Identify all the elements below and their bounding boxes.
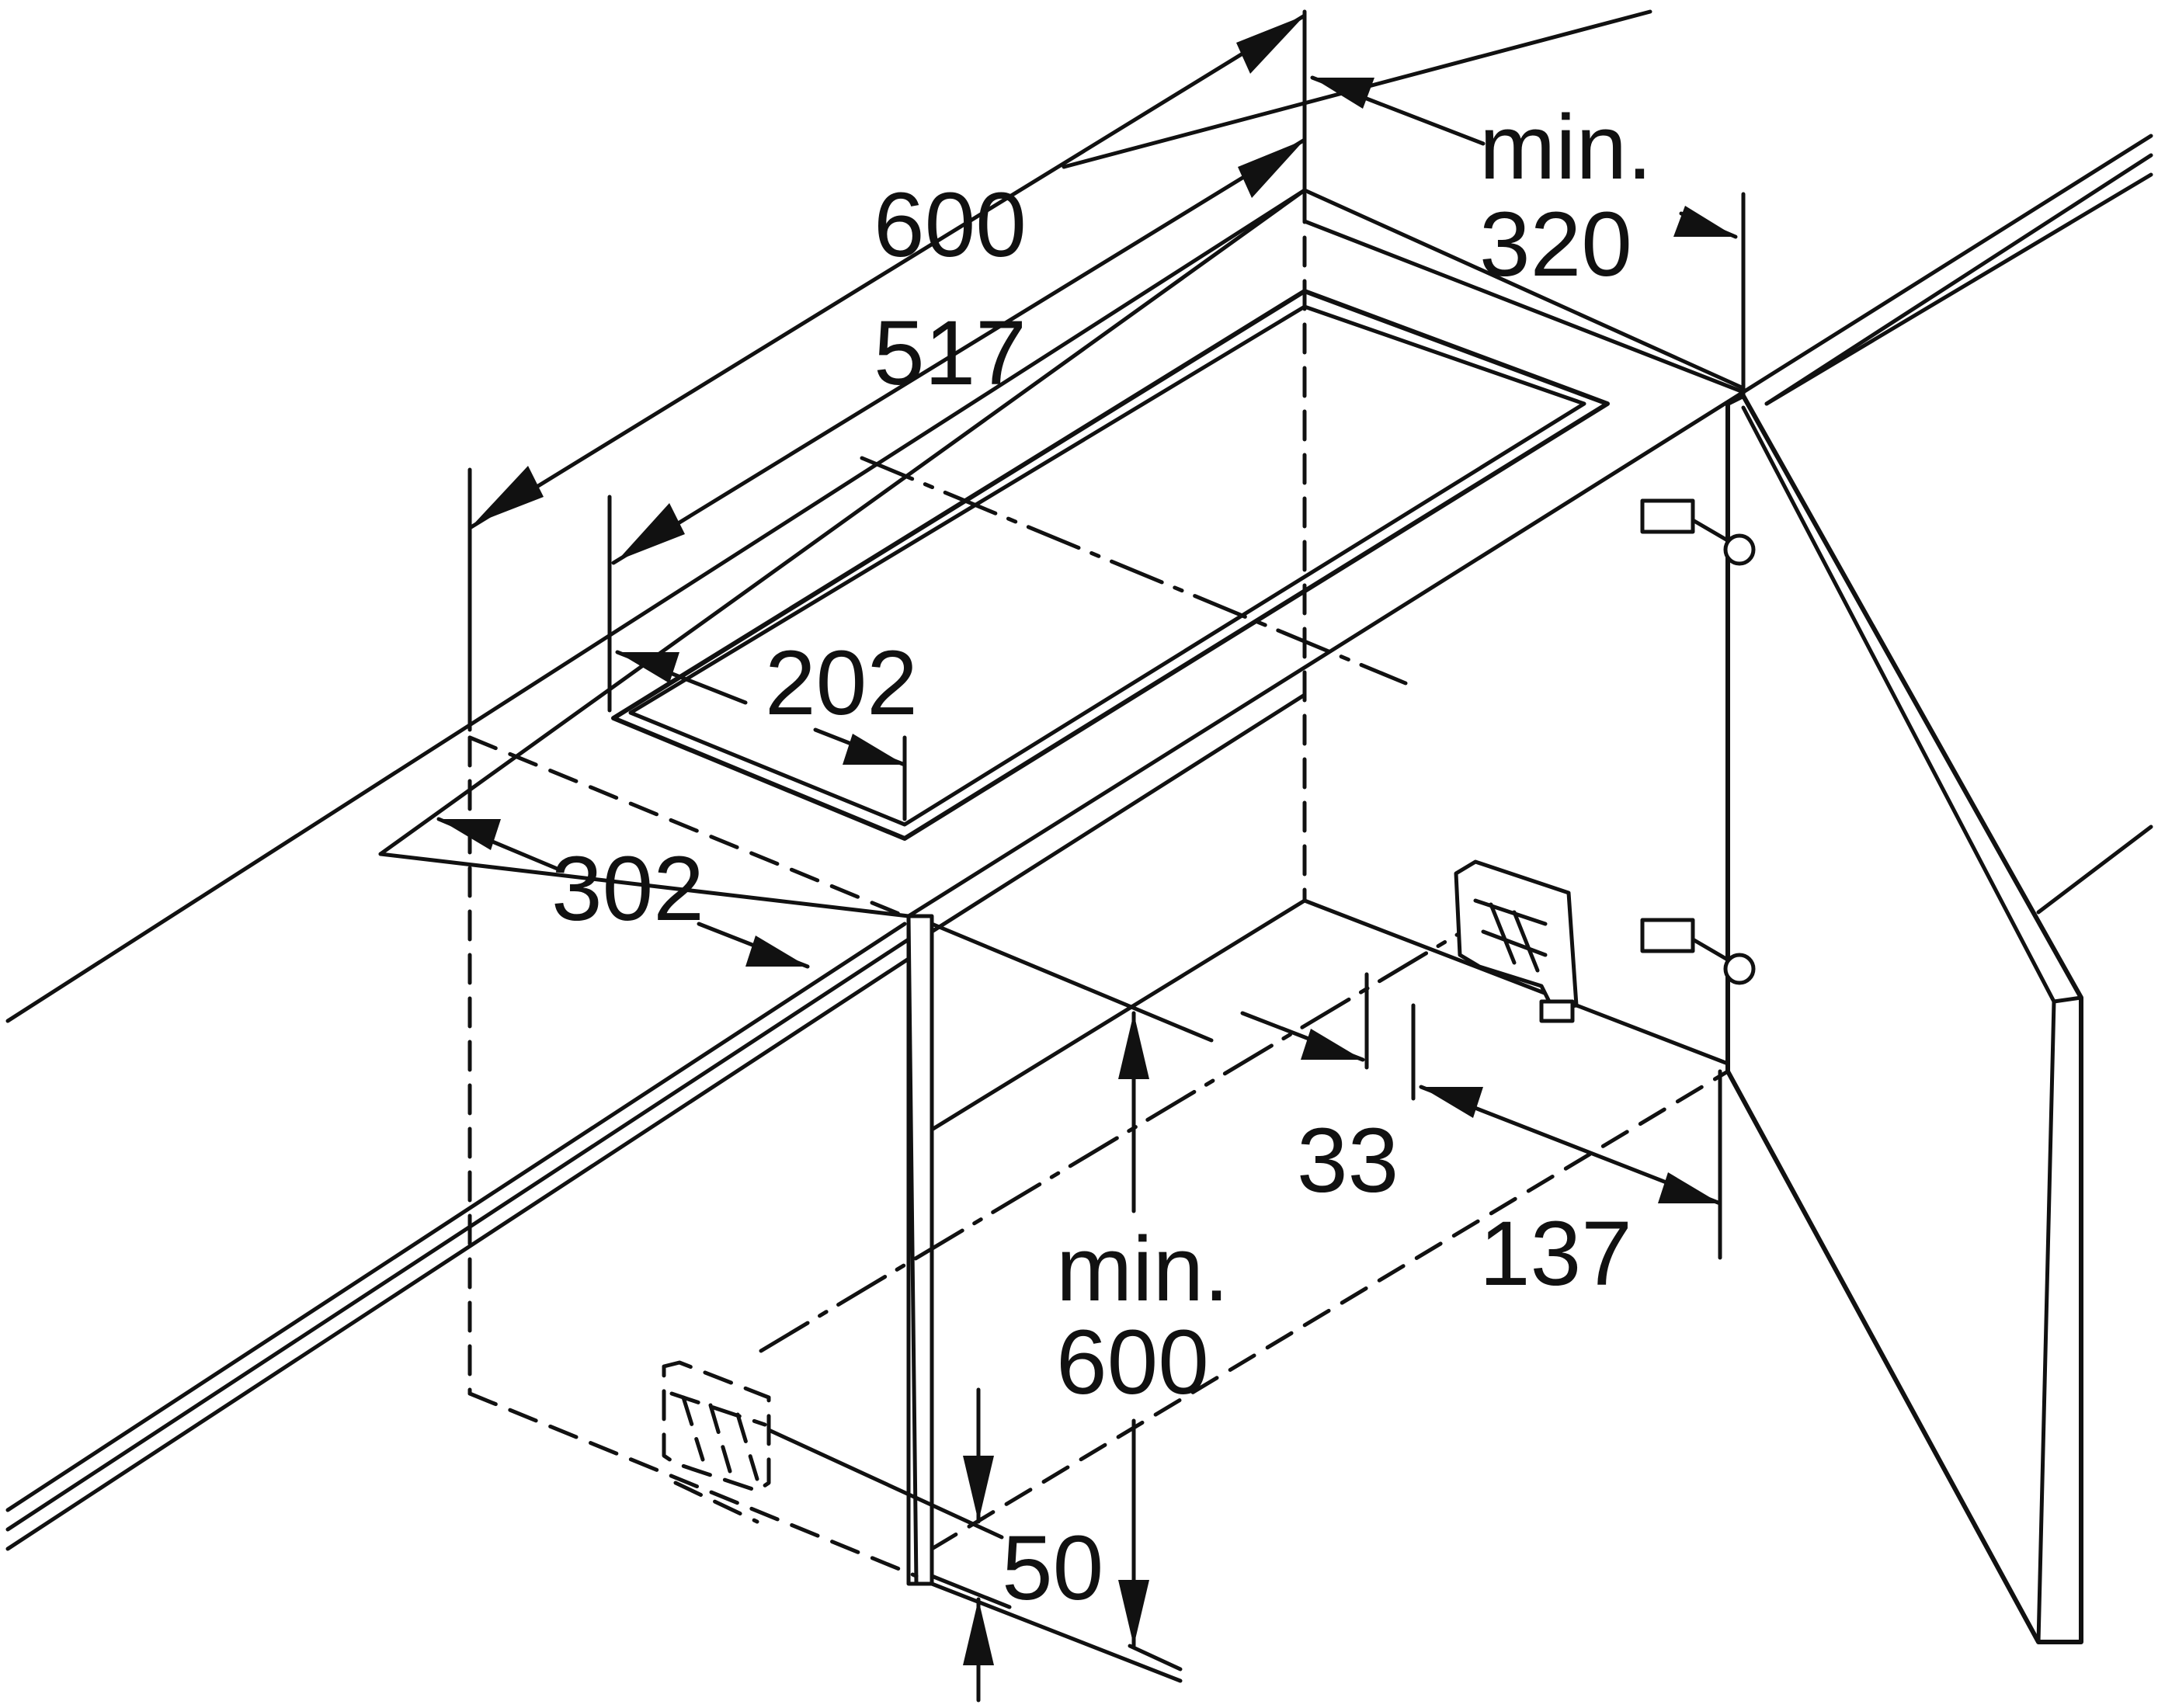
door-edge-front xyxy=(2036,999,2056,1644)
cabinet-floor-right xyxy=(1302,898,1730,1066)
label-50: 50 xyxy=(1002,1517,1103,1619)
background-line xyxy=(2036,824,2153,915)
dimension-50 xyxy=(930,1387,1012,1703)
label-min-320-top: min. xyxy=(1479,96,1652,199)
label-min-600-bottom: 600 xyxy=(1056,1311,1209,1414)
cabinet-door xyxy=(1640,394,2153,1644)
hidden-top-left xyxy=(467,735,907,918)
label-min-600-top: min. xyxy=(1056,1218,1229,1321)
cabinet-internal-line xyxy=(930,922,1214,1043)
dimension-202 xyxy=(615,650,907,821)
label-517: 517 xyxy=(874,302,1027,404)
cutout-outline xyxy=(611,289,1610,841)
hidden-bottom-left xyxy=(467,1391,919,1578)
worktop-rear-right-2 xyxy=(1764,153,2153,406)
hinge-upper-pivot-icon xyxy=(1723,533,1756,566)
hinge-upper-icon xyxy=(1640,498,1695,534)
worktop-rear-right-1 xyxy=(1741,134,2153,394)
dimension-302 xyxy=(436,817,810,969)
dimension-137 xyxy=(1419,1069,1722,1260)
door-edge-corner xyxy=(2052,995,2083,1004)
dimension-600 xyxy=(467,13,1307,732)
mounting-bracket-right-icon xyxy=(1454,859,1579,1023)
worktop-rear-right-3 xyxy=(1764,172,2153,406)
hob-cutout xyxy=(611,289,1610,841)
label-202: 202 xyxy=(765,632,918,734)
cutout-centerline xyxy=(860,456,1408,686)
worktop-back-edge-left xyxy=(5,188,1307,1023)
label-min-320-bottom: 320 xyxy=(1479,193,1632,296)
door-edge-top xyxy=(1741,405,2056,1004)
cutout-inner xyxy=(628,304,1586,827)
worktop-right-side-top xyxy=(1302,188,1746,391)
label-600: 600 xyxy=(874,174,1027,276)
hinge-lower-icon xyxy=(1640,918,1695,953)
cabinet-top-back xyxy=(930,693,1307,934)
cabinet-left-panel-edge xyxy=(906,914,919,1586)
label-137: 137 xyxy=(1479,1203,1632,1305)
worktop-strip-front-3 xyxy=(5,956,911,1551)
label-33: 33 xyxy=(1297,1109,1399,1212)
mounting-bracket-left-icon xyxy=(662,1360,771,1524)
dimension-517 xyxy=(607,137,1307,713)
hidden-bottom-right xyxy=(930,1069,1730,1551)
worktop-front-edge xyxy=(906,390,1746,918)
worktop-strip-front-2 xyxy=(5,937,911,1532)
hinge-lower-pivot-icon xyxy=(1723,953,1756,985)
dimension-min-600 xyxy=(930,1011,1183,1683)
worktop-top-line xyxy=(378,188,1307,856)
label-302: 302 xyxy=(551,838,704,940)
cabinet-centerline xyxy=(759,898,1517,1353)
dimension-33 xyxy=(1240,972,1416,1101)
worktop-cut-edge xyxy=(378,852,911,918)
bracket-base-line xyxy=(755,1422,1004,1540)
worktop-strip-front-1 xyxy=(5,922,907,1512)
door-panel xyxy=(1725,394,2083,1644)
dimension-min-320 xyxy=(1310,75,1746,394)
worktop-side-inner xyxy=(1302,219,1746,394)
cabinet-shelf-back xyxy=(930,898,1307,1132)
